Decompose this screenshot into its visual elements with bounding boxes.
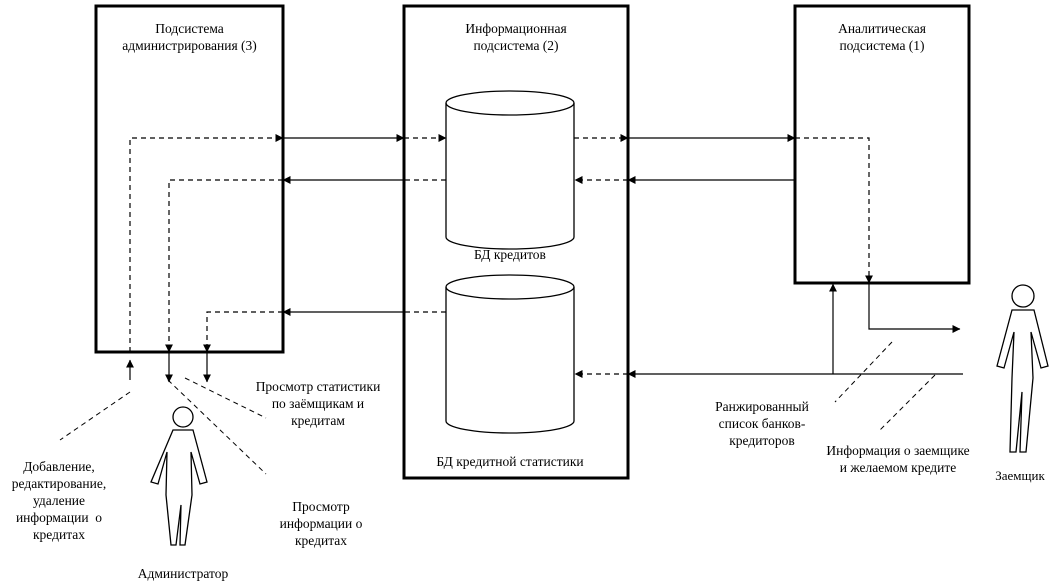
borrower-label: Заемщик	[995, 468, 1045, 483]
credits-db-cylinder	[445, 90, 575, 250]
administrator-label: Администратор	[137, 566, 229, 581]
borrower-actor-icon	[996, 284, 1049, 453]
admin-subsystem-box	[94, 4, 285, 354]
info-subsystem-title: Информационная подсистема (2)	[465, 21, 567, 53]
annotation-view-stats: Просмотр статистики по заёмщикам и креди…	[255, 379, 381, 428]
arrows-info-analytic	[574, 134, 963, 378]
arrows-admin-info	[126, 134, 447, 383]
annotation-view-credit-info: Просмотр информации о кредитах	[279, 499, 363, 548]
annotation-borrower-info: Информация о заемщике и желаемом кредите	[826, 443, 970, 475]
annotation-ranked-list: Ранжированный список банков- кредиторов	[715, 399, 809, 448]
annotation-add-edit-delete: Добавление, редактирование, удаление инф…	[11, 459, 107, 542]
credit-stats-db-cylinder	[445, 274, 575, 434]
analytic-subsystem-box	[793, 4, 971, 285]
administrator-actor-icon	[150, 406, 208, 546]
info-subsystem-box	[402, 4, 630, 480]
analytic-subsystem-title: Аналитическая подсистема (1)	[838, 21, 926, 53]
credits-db-label: БД кредитов	[474, 247, 546, 262]
annotation-leaders	[59, 341, 936, 475]
admin-subsystem-title: Подсистема администрирования (3)	[122, 21, 257, 53]
credit-stats-db-label: БД кредитной статистики	[436, 454, 584, 469]
